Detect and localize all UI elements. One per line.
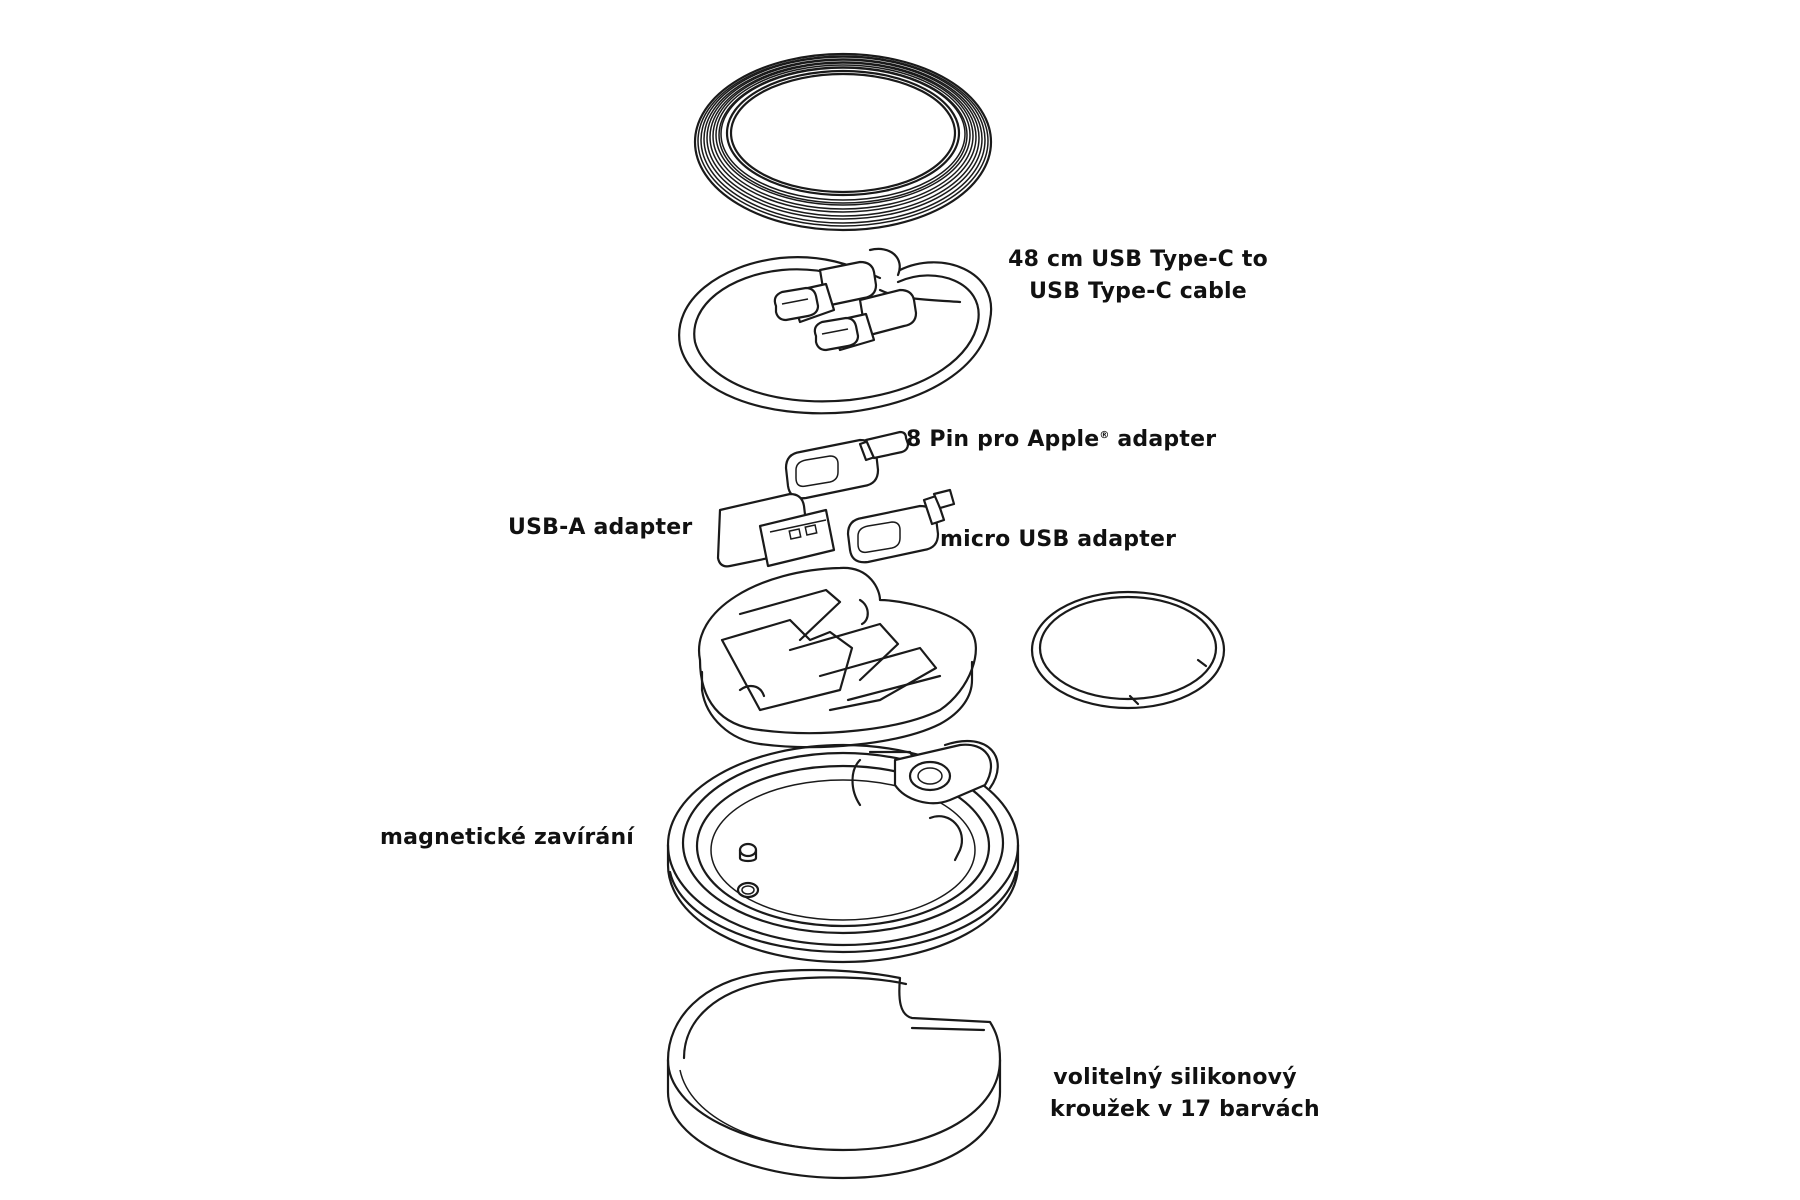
micro-usb-adapter-part [846,488,956,564]
silicone-label-line-1: volitelný silikonový [1053,1065,1297,1090]
top-lid-part [693,52,993,232]
bottom-case-part [666,739,1020,964]
silicone-ring-label: volitelný silikonový kroužek v 17 barvác… [1050,1062,1320,1126]
usba-adapter-part [716,492,836,568]
usb-c-connector-2 [813,288,918,352]
8pin-adapter-part [784,430,910,500]
8pin-label-tail: adapter [1109,427,1217,452]
cable-label-line-2: USB Type-C cable [1029,279,1247,304]
silicone-ring-part [666,968,1002,1180]
8pin-adapter-label: 8 Pin pro Apple® adapter [906,420,1216,456]
registered-mark: ® [1099,430,1110,441]
key-ring-part [1030,590,1226,710]
usba-adapter-label: USB-A adapter [508,515,693,540]
usb-c-connector-1 [773,260,878,324]
adapter-tray-part [697,566,977,749]
cable-label-line-1: 48 cm USB Type-C to [1008,247,1268,272]
micro-usb-adapter-label: micro USB adapter [940,527,1177,552]
8pin-label-main: 8 Pin pro Apple [906,427,1100,452]
usb-c-cable-part [678,247,993,415]
magnetic-closure-label: magnetické zavírání [380,825,635,850]
cable-label: 48 cm USB Type-C to USB Type-C cable [1000,244,1276,308]
silicone-label-line-2: kroužek v 17 barvách [1050,1097,1320,1122]
